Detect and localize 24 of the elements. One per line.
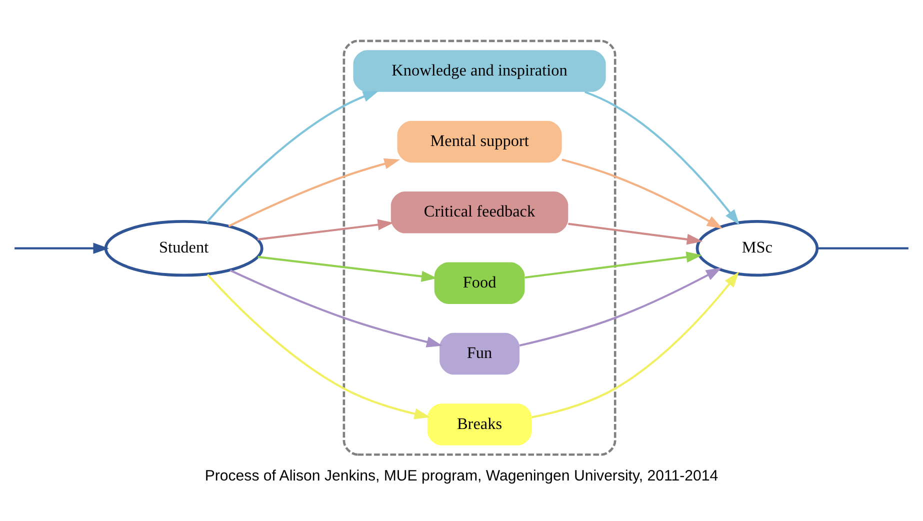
caption: Process of Alison Jenkins, MUE program, Wageningen University, 2011-2014 [204,468,718,485]
arrow [14,242,109,254]
arrow [568,222,703,245]
cluster [342,40,616,456]
arrow [584,90,740,226]
node-box: Breaks [427,404,532,446]
arrow [230,269,442,348]
node-box: Critical feedback [390,192,568,234]
arrow [532,272,740,418]
node-ellipse: Student [104,220,264,277]
arrow [257,219,394,240]
arrow [206,90,379,223]
node-box: Knowledge and inspiration [353,50,606,92]
arrow [258,256,438,282]
node-box: Mental support [397,120,562,163]
arrow [562,158,723,229]
connector [817,247,908,250]
arrow [206,274,430,420]
arrow [524,252,702,279]
node-box: Fun [440,332,520,375]
arrow [228,158,400,228]
node-ellipse: MSc [696,220,819,277]
node-box: Food [434,262,525,304]
arrow [519,268,722,347]
